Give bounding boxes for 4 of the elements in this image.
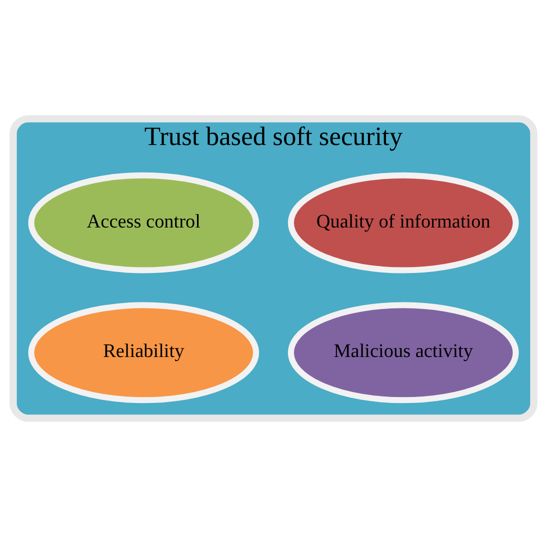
node-ellipse: Access control xyxy=(28,172,260,274)
node-ellipse: Malicious activity xyxy=(288,302,519,404)
node-ellipse: Reliability xyxy=(28,302,260,404)
node-ellipse: Quality of information xyxy=(288,172,519,274)
